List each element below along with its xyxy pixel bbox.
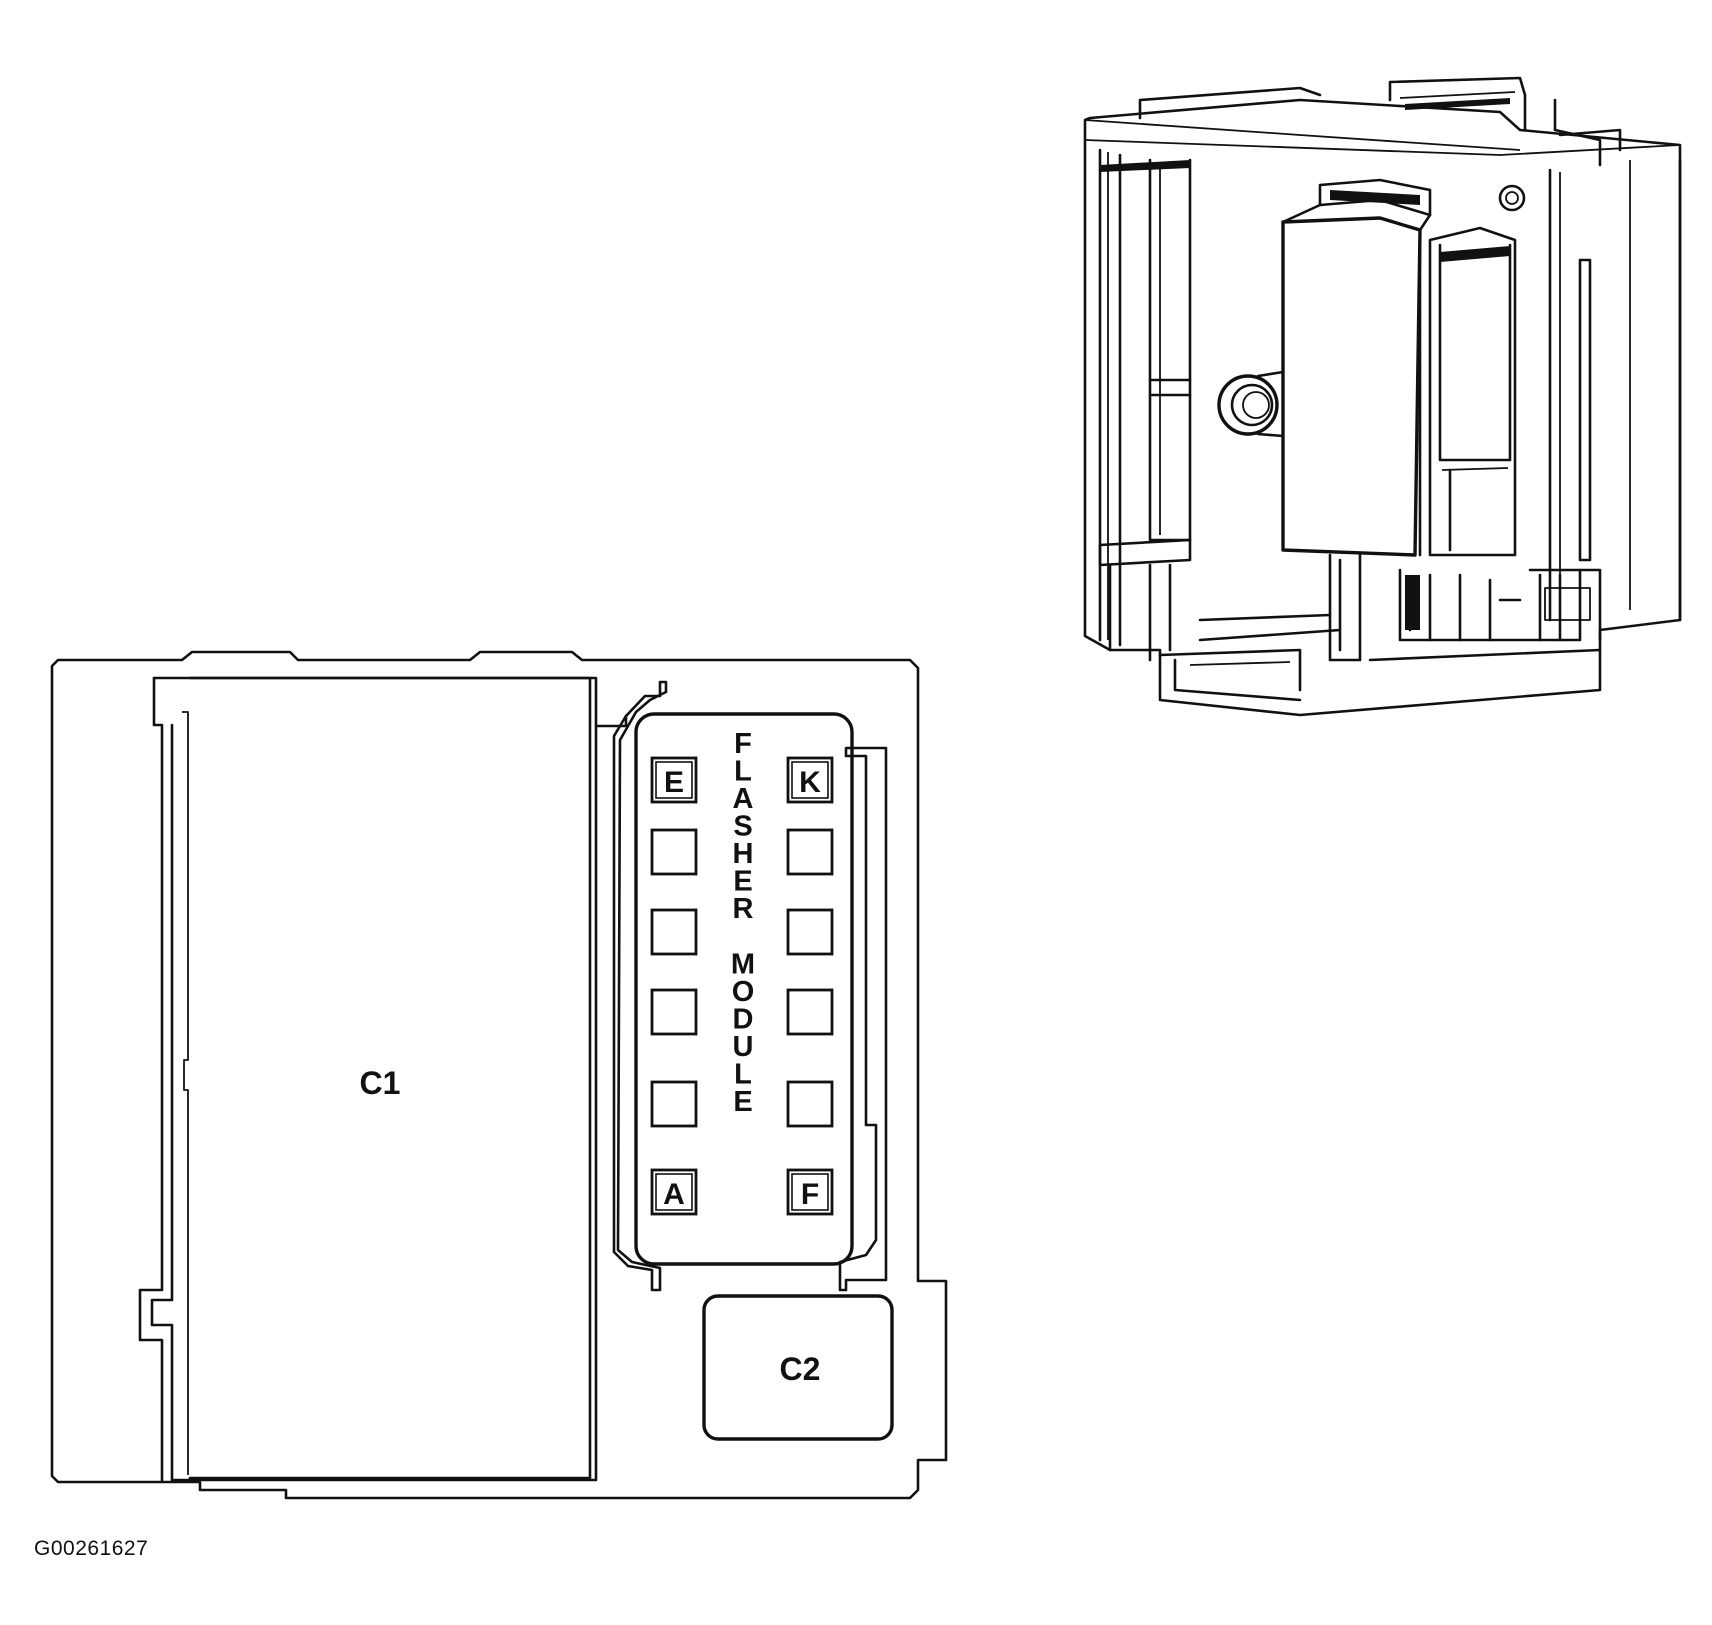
pin-cavity — [786, 908, 834, 956]
pin-cavity — [650, 908, 698, 956]
pin-cavity — [650, 828, 698, 876]
pin-column-left — [650, 756, 698, 1216]
pin-cavity-e — [650, 756, 698, 804]
connector-c2-label: C2 — [780, 1351, 821, 1387]
pin-label-a: A — [663, 1178, 685, 1211]
pin-cavity — [650, 988, 698, 1036]
pin-label-f: F — [801, 1178, 819, 1211]
c2-connector — [702, 1294, 894, 1441]
connector-c1-label: C1 — [360, 1065, 401, 1101]
pin-cavity-k — [786, 756, 834, 804]
housing-outline — [50, 650, 948, 1500]
fuse-block-face-view — [50, 650, 948, 1500]
c1-body — [188, 676, 592, 1480]
pin-cavity-a — [650, 1168, 698, 1216]
pin-cavity — [786, 828, 834, 876]
pin-cavity — [786, 1080, 834, 1128]
module-housing-illustration — [1083, 76, 1682, 717]
flasher-socket — [612, 680, 668, 1292]
pin-column-right — [786, 756, 834, 1216]
pin-cavity-f — [786, 1168, 834, 1216]
pin-cavity — [650, 1080, 698, 1128]
pin-label-k: K — [799, 766, 821, 799]
flasher-module-body — [634, 712, 854, 1266]
pin-cavity — [786, 988, 834, 1036]
pin-label-e: E — [664, 766, 684, 799]
figure-id: G00261627 — [34, 1537, 149, 1560]
